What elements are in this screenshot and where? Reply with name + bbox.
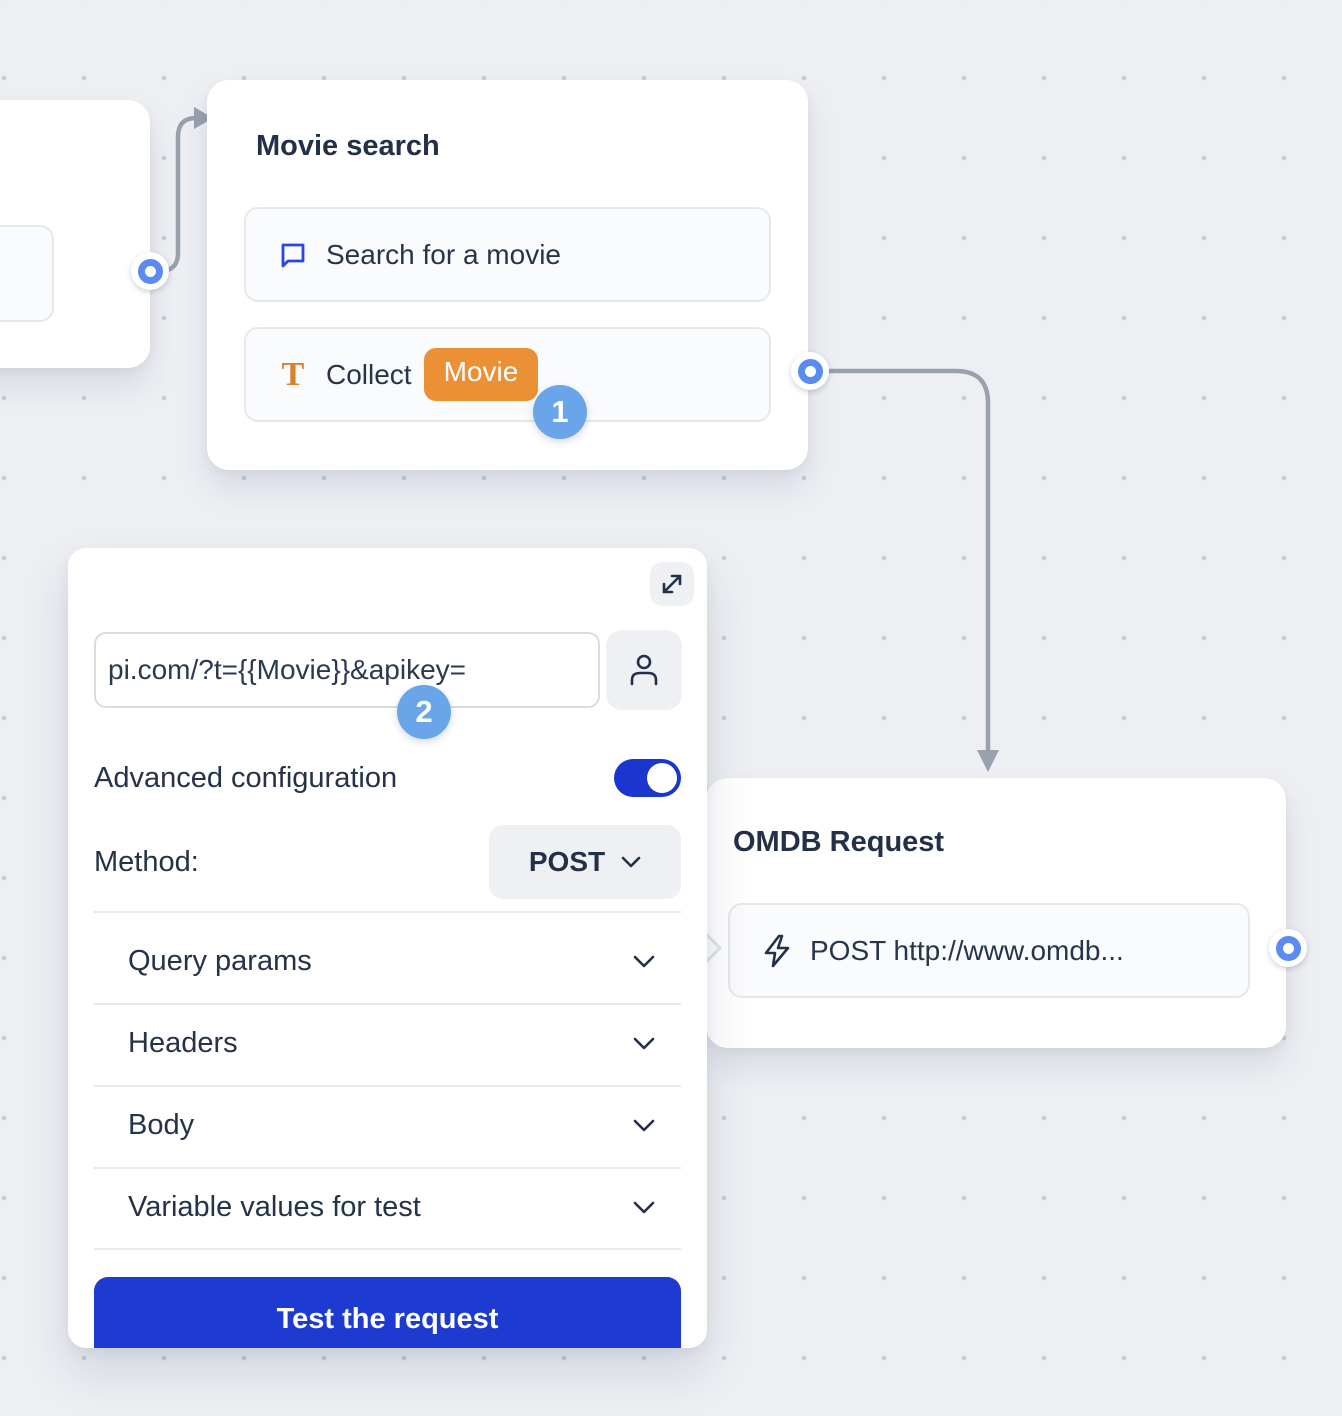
advanced-configuration-label: Advanced configuration <box>94 761 398 794</box>
method-label: Method: <box>94 845 199 878</box>
section-label: Query params <box>128 944 312 977</box>
divider <box>94 1085 681 1087</box>
divider <box>94 1003 681 1005</box>
chevron-down-icon <box>633 1119 655 1131</box>
divider <box>94 911 681 913</box>
toggle-knob <box>647 763 677 793</box>
advanced-configuration-toggle[interactable] <box>614 759 681 797</box>
section-label: Headers <box>128 1026 238 1059</box>
chevron-down-icon <box>633 1201 655 1213</box>
port-ring <box>137 258 163 284</box>
chevron-down-icon <box>633 1037 655 1049</box>
port-ring <box>1275 935 1301 961</box>
lightning-icon <box>762 934 792 967</box>
chat-bubble-icon <box>278 240 308 270</box>
previous-node-card[interactable] <box>0 100 150 368</box>
expand-diagonal-icon <box>662 574 682 594</box>
url-input[interactable]: pi.com/?t={{Movie}}&apikey= <box>94 632 600 708</box>
divider <box>94 1248 681 1250</box>
webhook-request-item[interactable]: POST http://www.omdb... <box>728 903 1250 998</box>
item-label: Search for a movie <box>326 238 561 270</box>
output-port-omdb[interactable] <box>1269 929 1307 967</box>
expand-panel-button[interactable] <box>650 562 694 606</box>
person-icon <box>630 654 658 686</box>
section-body[interactable]: Body <box>94 1085 681 1165</box>
url-value: pi.com/?t={{Movie}}&apikey= <box>108 654 467 685</box>
section-headers[interactable]: Headers <box>94 1003 681 1083</box>
port-ring <box>797 358 823 384</box>
section-query-params[interactable]: Query params <box>94 921 681 1001</box>
method-select[interactable]: POST <box>489 825 681 899</box>
arrowhead-right <box>194 107 213 129</box>
webhook-config-panel: pi.com/?t={{Movie}}&apikey= Advanced con… <box>68 548 707 1348</box>
divider <box>94 1167 681 1169</box>
omdb-request-node[interactable]: OMDB Request POST http://www.omdb... <box>706 778 1286 1048</box>
output-port-movie-search[interactable] <box>791 352 829 390</box>
method-value: POST <box>528 846 606 877</box>
chevron-down-icon <box>633 955 655 967</box>
item-label: Collect <box>326 358 412 390</box>
output-port[interactable] <box>131 252 169 290</box>
item-label: POST http://www.omdb... <box>810 934 1124 966</box>
section-label: Variable values for test <box>128 1190 421 1223</box>
insert-variable-button[interactable] <box>606 630 682 710</box>
section-label: Body <box>128 1108 195 1141</box>
text-variable-icon: T <box>281 355 305 393</box>
test-request-button[interactable]: Test the request <box>94 1277 681 1348</box>
step-badge-2: 2 <box>397 685 451 739</box>
previous-node-item[interactable] <box>0 225 54 322</box>
section-variable-values[interactable]: Variable values for test <box>94 1167 681 1247</box>
node-title: OMDB Request <box>733 826 945 858</box>
chevron-down-icon <box>621 856 641 868</box>
search-for-movie-item[interactable]: Search for a movie <box>244 207 771 302</box>
arrowhead-down <box>977 750 999 772</box>
movie-search-node[interactable]: Movie search Search for a movie T Collec… <box>207 80 808 470</box>
variable-badge-movie[interactable]: Movie <box>423 348 539 401</box>
step-badge-1: 1 <box>533 385 587 439</box>
node-title: Movie search <box>256 130 440 162</box>
collect-movie-item[interactable]: T Collect Movie <box>244 327 771 422</box>
